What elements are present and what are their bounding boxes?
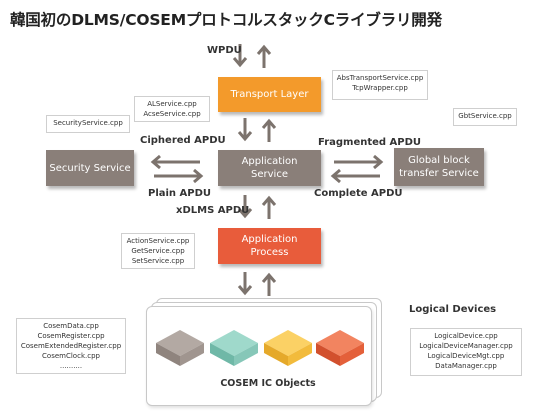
application-process-label-1: Application [241, 234, 298, 245]
action-files-note: ActionService.cpp GetService.cpp SetServ… [121, 233, 195, 269]
gbt-files-note: GbtService.cpp [453, 108, 517, 126]
xdlms-apdu-label: xDLMS APDU [176, 205, 250, 216]
note-line: CosemData.cpp [43, 322, 99, 330]
cube-yellow-icon [264, 330, 312, 366]
note-line: ActionService.cpp [126, 237, 190, 245]
note-line: CosemRegister.cpp [37, 332, 105, 340]
page-title: 韓国初のDLMS/COSEMプロトコルスタックCライブラリ開発 [10, 11, 442, 29]
note-line: .......... [59, 362, 83, 370]
note-line: DataManager.cpp [435, 362, 497, 370]
logical-files-note: LogicalDevice.cpp LogicalDeviceManager.c… [410, 328, 522, 376]
objects-arrows-icon [237, 272, 277, 296]
transport-layer-box: Transport Layer [218, 77, 321, 112]
wpdu-arrows-icon [232, 44, 272, 68]
application-service-label-2: Service [251, 169, 288, 180]
transport-files-note: AbsTransportService.cpp TcpWrapper.cpp [332, 70, 428, 100]
note-line: AbsTransportService.cpp [336, 74, 424, 82]
note-line: SetService.cpp [131, 257, 185, 265]
note-line: LogicalDevice.cpp [434, 332, 498, 340]
cube-red-icon [316, 330, 364, 366]
application-process-label-2: Process [250, 247, 289, 258]
note-line: CosemClock.cpp [42, 352, 100, 360]
xdlms-arrows-icon [237, 195, 277, 219]
al-files-note: ALService.cpp AcseService.cpp [134, 96, 210, 122]
security-service-box: Security Service [46, 150, 134, 186]
security-files-note: SecurityService.cpp [46, 115, 130, 133]
plain-apdu-label: Plain APDU [148, 188, 212, 199]
wpdu-label: WPDU [207, 45, 242, 56]
cosem-objects-label: COSEM IC Objects [220, 378, 316, 389]
note-line: SecurityService.cpp [53, 119, 123, 127]
note-line: GbtService.cpp [458, 112, 512, 120]
note-line: ALService.cpp [147, 100, 197, 108]
gbt-label-2: transfer Service [399, 168, 479, 179]
note-line: LogicalDeviceMgt.cpp [427, 352, 505, 360]
note-line: GetService.cpp [131, 247, 185, 255]
ciphered-apdu-label: Ciphered APDU [140, 135, 226, 146]
gbt-arrows-icon [330, 154, 384, 184]
cube-teal-icon [210, 330, 258, 366]
note-line: TcpWrapper.cpp [352, 84, 408, 92]
cosem-objects-cubes [156, 330, 364, 366]
fragmented-apdu-label: Fragmented APDU [318, 137, 422, 148]
note-line: LogicalDeviceManager.cpp [419, 342, 513, 350]
cosem-files-note: CosemData.cpp CosemRegister.cpp CosemExt… [16, 318, 126, 374]
security-arrows-icon [150, 154, 204, 184]
transport-service-arrows-icon [237, 118, 277, 142]
logical-devices-label: Logical Devices [409, 304, 497, 315]
transport-layer-label: Transport Layer [230, 89, 309, 100]
note-line: CosemExtendedRegister.cpp [20, 342, 122, 350]
gbt-service-box: Global block transfer Service [394, 148, 484, 186]
cube-grey-icon [156, 330, 204, 366]
security-service-label: Security Service [49, 162, 131, 174]
note-line: AcseService.cpp [143, 110, 201, 118]
complete-apdu-label: Complete APDU [314, 188, 403, 199]
gbt-label-1: Global block [408, 155, 470, 166]
application-service-label-1: Application [241, 156, 298, 167]
